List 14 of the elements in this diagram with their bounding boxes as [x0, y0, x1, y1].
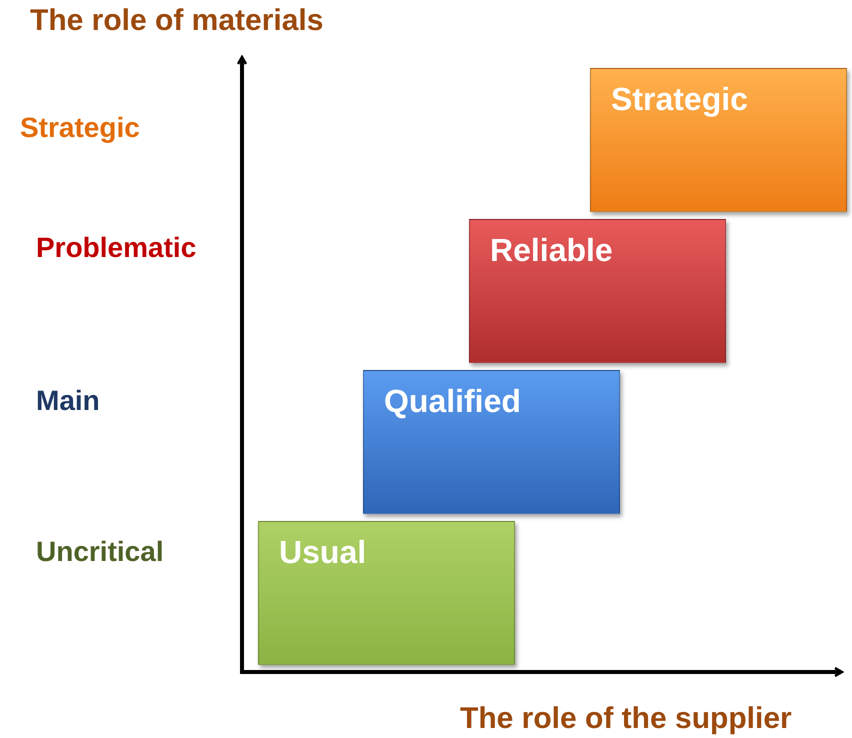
step-title: Qualified [384, 385, 521, 417]
level-label: Uncritical [36, 538, 164, 566]
step-box [469, 219, 726, 363]
step-title: Strategic [611, 83, 748, 115]
level-label: Strategic [20, 114, 140, 142]
level-label: Main [36, 387, 100, 415]
step-title: Reliable [490, 234, 613, 266]
step-box [590, 68, 847, 212]
step-box [363, 370, 620, 514]
axis-title: The role of the supplier [460, 704, 792, 734]
level-label: Problematic [36, 234, 196, 262]
step-title: Usual [279, 536, 366, 568]
step-box [258, 521, 515, 665]
axis-title: The role of materials [30, 6, 324, 36]
